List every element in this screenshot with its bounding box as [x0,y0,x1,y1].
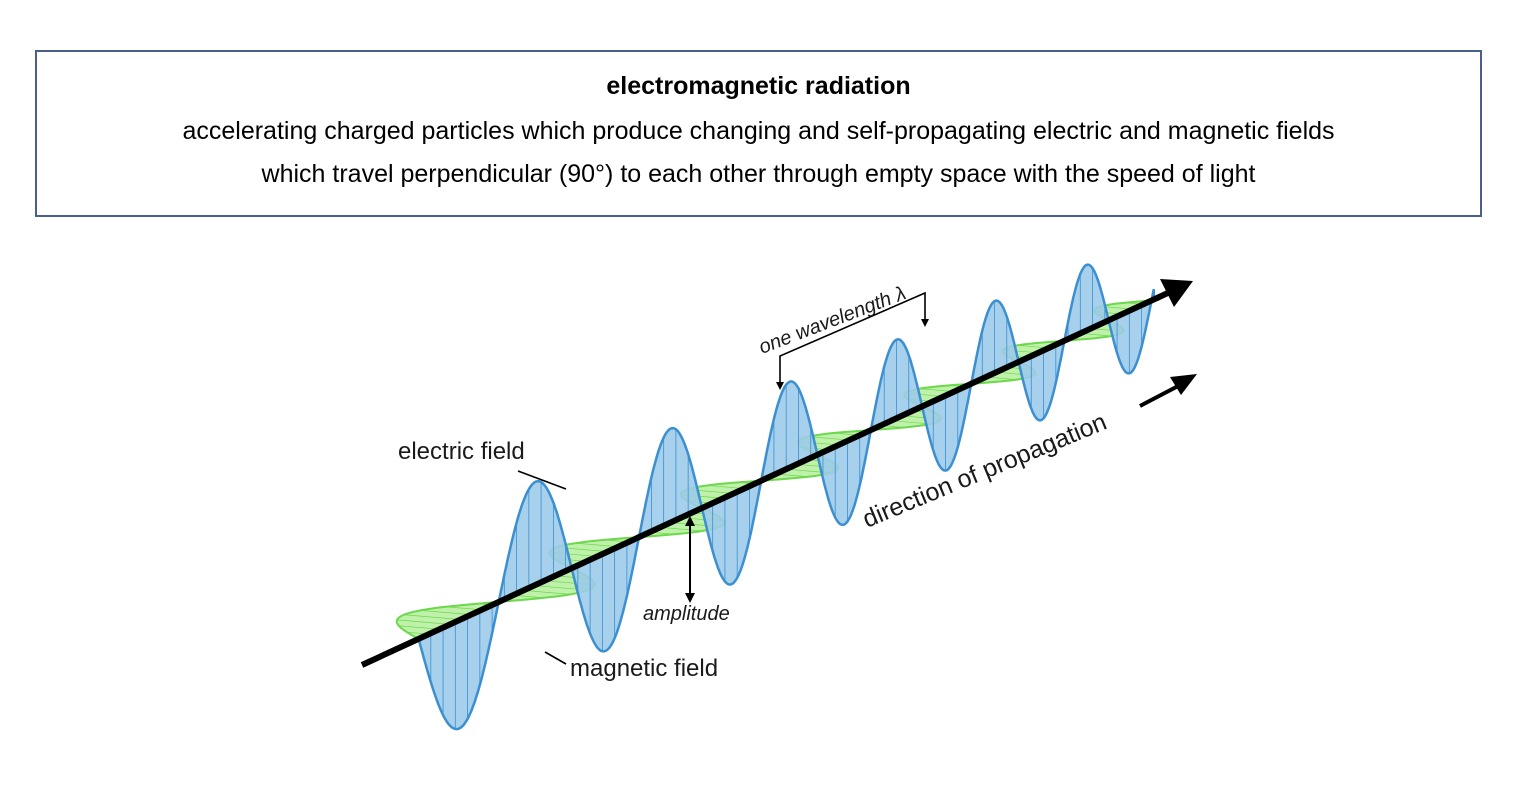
definition-text: accelerating charged particles which pro… [37,110,1480,196]
electric-field-wave [417,263,1156,731]
magnetic-hatch-line [420,610,472,615]
propagation-axis-arrowhead [1160,279,1193,307]
wavelength-bracket [779,291,926,385]
magnetic-field-leader [544,651,567,665]
propagation-axis [360,289,1172,668]
wavelength-label: one wavelength λ [756,282,909,358]
direction-arrow [1139,382,1183,408]
magnetic-hatch-line [891,420,931,425]
direction-arrowhead [1170,374,1197,395]
definition-line-1: accelerating charged particles which pro… [182,117,1335,145]
magnetic-hatch-line [398,625,440,630]
magnetic-hatch-line [575,542,619,548]
definition-line-2: which travel perpendicular (90°) to each… [261,160,1256,188]
amplitude-arrowhead-top [685,516,695,526]
electric-field-label: electric field [398,438,525,465]
definition-box: electromagnetic radiation accelerating c… [35,50,1482,217]
magnetic-hatch-line [397,619,451,625]
magnetic-hatch-line [660,527,703,532]
magnetic-hatch-line [808,436,850,441]
magnetic-hatch-line [523,590,571,595]
electric-field-leader [517,470,567,490]
wavelength-tick-right [921,319,929,327]
definition-title: electromagnetic radiation [606,72,911,100]
magnetic-field-label: magnetic field [570,655,718,682]
amplitude-label: amplitude [643,603,730,625]
magnetic-hatch-line [707,485,745,489]
magnetic-hatch-line [404,614,461,620]
amplitude-arrowhead-bottom [685,593,695,603]
wavelength-tick-left [776,382,784,390]
